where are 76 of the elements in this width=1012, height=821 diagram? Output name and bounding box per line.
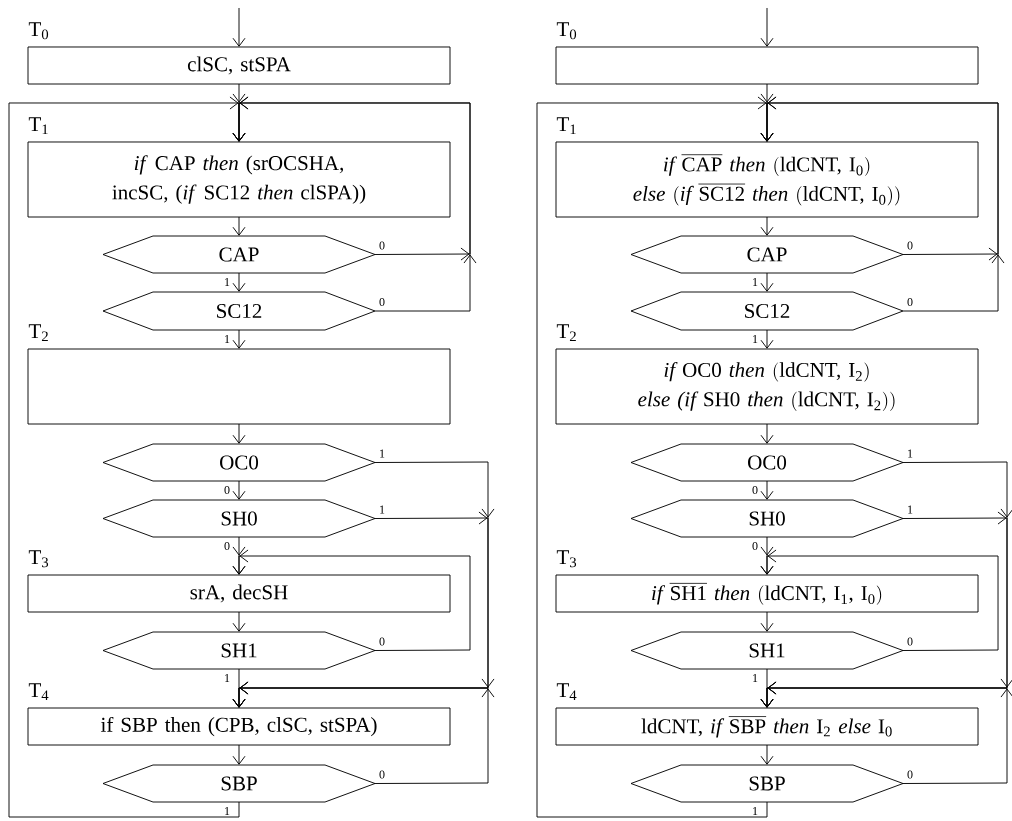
step-label: T$_{1}$ — [556, 117, 576, 135]
edge-label: 1 — [223, 334, 231, 344]
decision-hexagon: SH0 — [102, 499, 376, 538]
arrow — [232, 549, 471, 651]
edge-label: 0 — [906, 636, 914, 647]
edge-label: 1 — [906, 504, 914, 515]
arrow — [760, 744, 774, 765]
arrow — [760, 7, 774, 47]
arrow — [760, 423, 774, 444]
decision-hexagon: SC12 — [102, 291, 376, 331]
edge-label: 1 — [223, 673, 231, 683]
decision-hexagon: CAP — [630, 235, 904, 274]
step-label: T$_{1}$ — [28, 117, 48, 135]
arrow — [232, 744, 246, 765]
arrow — [760, 611, 774, 632]
arrow — [232, 7, 246, 47]
arrow — [760, 480, 774, 500]
arrow — [232, 272, 246, 292]
step-label: T$_{3}$ — [28, 550, 49, 568]
arrow — [760, 216, 774, 236]
edge-label: 0 — [223, 485, 231, 495]
edge-label: 1 — [223, 806, 231, 816]
decision-hexagon: OC0 — [102, 443, 376, 482]
decision-hexagon: CAP — [102, 235, 376, 274]
edge-label: 1 — [378, 448, 386, 459]
arrow — [232, 329, 246, 349]
step-label: T$_{0}$ — [28, 22, 49, 40]
decision-hexagon: SH1 — [102, 631, 376, 670]
edge-label: 0 — [378, 769, 386, 780]
arrow — [232, 480, 246, 500]
arrow — [760, 272, 774, 292]
edge-label: 1 — [751, 806, 759, 816]
edge-label: 0 — [378, 297, 386, 307]
edge-label: 0 — [378, 636, 386, 647]
edge-label: 0 — [906, 769, 914, 780]
edge-label: 0 — [751, 485, 759, 495]
step-label: T$_{2}$ — [556, 324, 576, 342]
edge-label: 1 — [751, 673, 759, 683]
step-label: T$_{3}$ — [556, 550, 577, 568]
decision-hexagon: SBP — [102, 764, 376, 803]
edge-label: 0 — [906, 240, 914, 251]
arrow — [232, 423, 246, 444]
arrow — [760, 549, 999, 651]
edge-label: 1 — [751, 277, 759, 287]
decision-hexagon: SH0 — [630, 499, 904, 538]
arrow — [760, 329, 774, 349]
edge-label: 1 — [223, 277, 231, 287]
edge-label: 0 — [378, 240, 386, 251]
decision-hexagon: SC12 — [630, 291, 904, 331]
process-box: $\text{ldCNT, }\textit{if}\ \overline{\text{SBP}}\ \textit{then}\ \text{I}_{\text{2}}\ \textit{else}\ \text{I}_{\text{0}}$ — [555, 707, 979, 746]
edge-label: 1 — [906, 448, 914, 459]
arrow — [8, 96, 246, 818]
process-box: $\textit{if}\ \text{OC0}\ \textit{then}\ (\text{ldCNT, I}_{\text{2}})\allowbreak\ \textit{else (if}\ \text{SH0}\ \textit{then}\ (\text{ldCNT, I}_{\text{2}}))$ — [555, 348, 979, 425]
process-box: $\textit{if}\ \overline{\text{SH1}}\ \textit{then}\ (\text{ldCNT, I}_{\text{1}}\text{, I}_{\text{0}})$ — [555, 574, 979, 613]
step-label: T$_{4}$ — [556, 683, 577, 701]
process-box: if CAP then (srOCSHA, incSC, (if SC12 then clSPA)) — [27, 141, 451, 218]
process-box: if SBP then (CPB, clSC, stSPA) — [27, 707, 451, 746]
arrow — [232, 216, 246, 236]
arrow — [232, 681, 495, 784]
process-box: $\textit{if}\ \overline{\text{CAP}}\ \textit{then}\ (\text{ldCNT, I}_{\text{0}})\allowbreak\ \textit{else}\ (\textit{if}\ \overline{\text{SC12}}\ \textit{then}\ (\text{ldCNT, I}_{\text{0}}))$ — [555, 141, 979, 218]
step-label: T$_{0}$ — [556, 22, 577, 40]
step-label: T$_{4}$ — [28, 683, 49, 701]
step-label: T$_{2}$ — [28, 324, 48, 342]
edge-label: 0 — [751, 541, 759, 551]
arrow — [760, 681, 1012, 784]
decision-hexagon: OC0 — [630, 443, 904, 482]
edge-label: 0 — [223, 541, 231, 551]
arrow — [536, 96, 774, 818]
decision-hexagon: SH1 — [630, 631, 904, 670]
arrow — [232, 611, 246, 632]
edge-label: 1 — [378, 504, 386, 515]
edge-label: 0 — [906, 297, 914, 307]
process-box: clSC, stSPA — [27, 46, 451, 85]
decision-hexagon: SBP — [630, 764, 904, 803]
edge-label: 1 — [751, 334, 759, 344]
process-box: srA, decSH — [27, 574, 451, 613]
